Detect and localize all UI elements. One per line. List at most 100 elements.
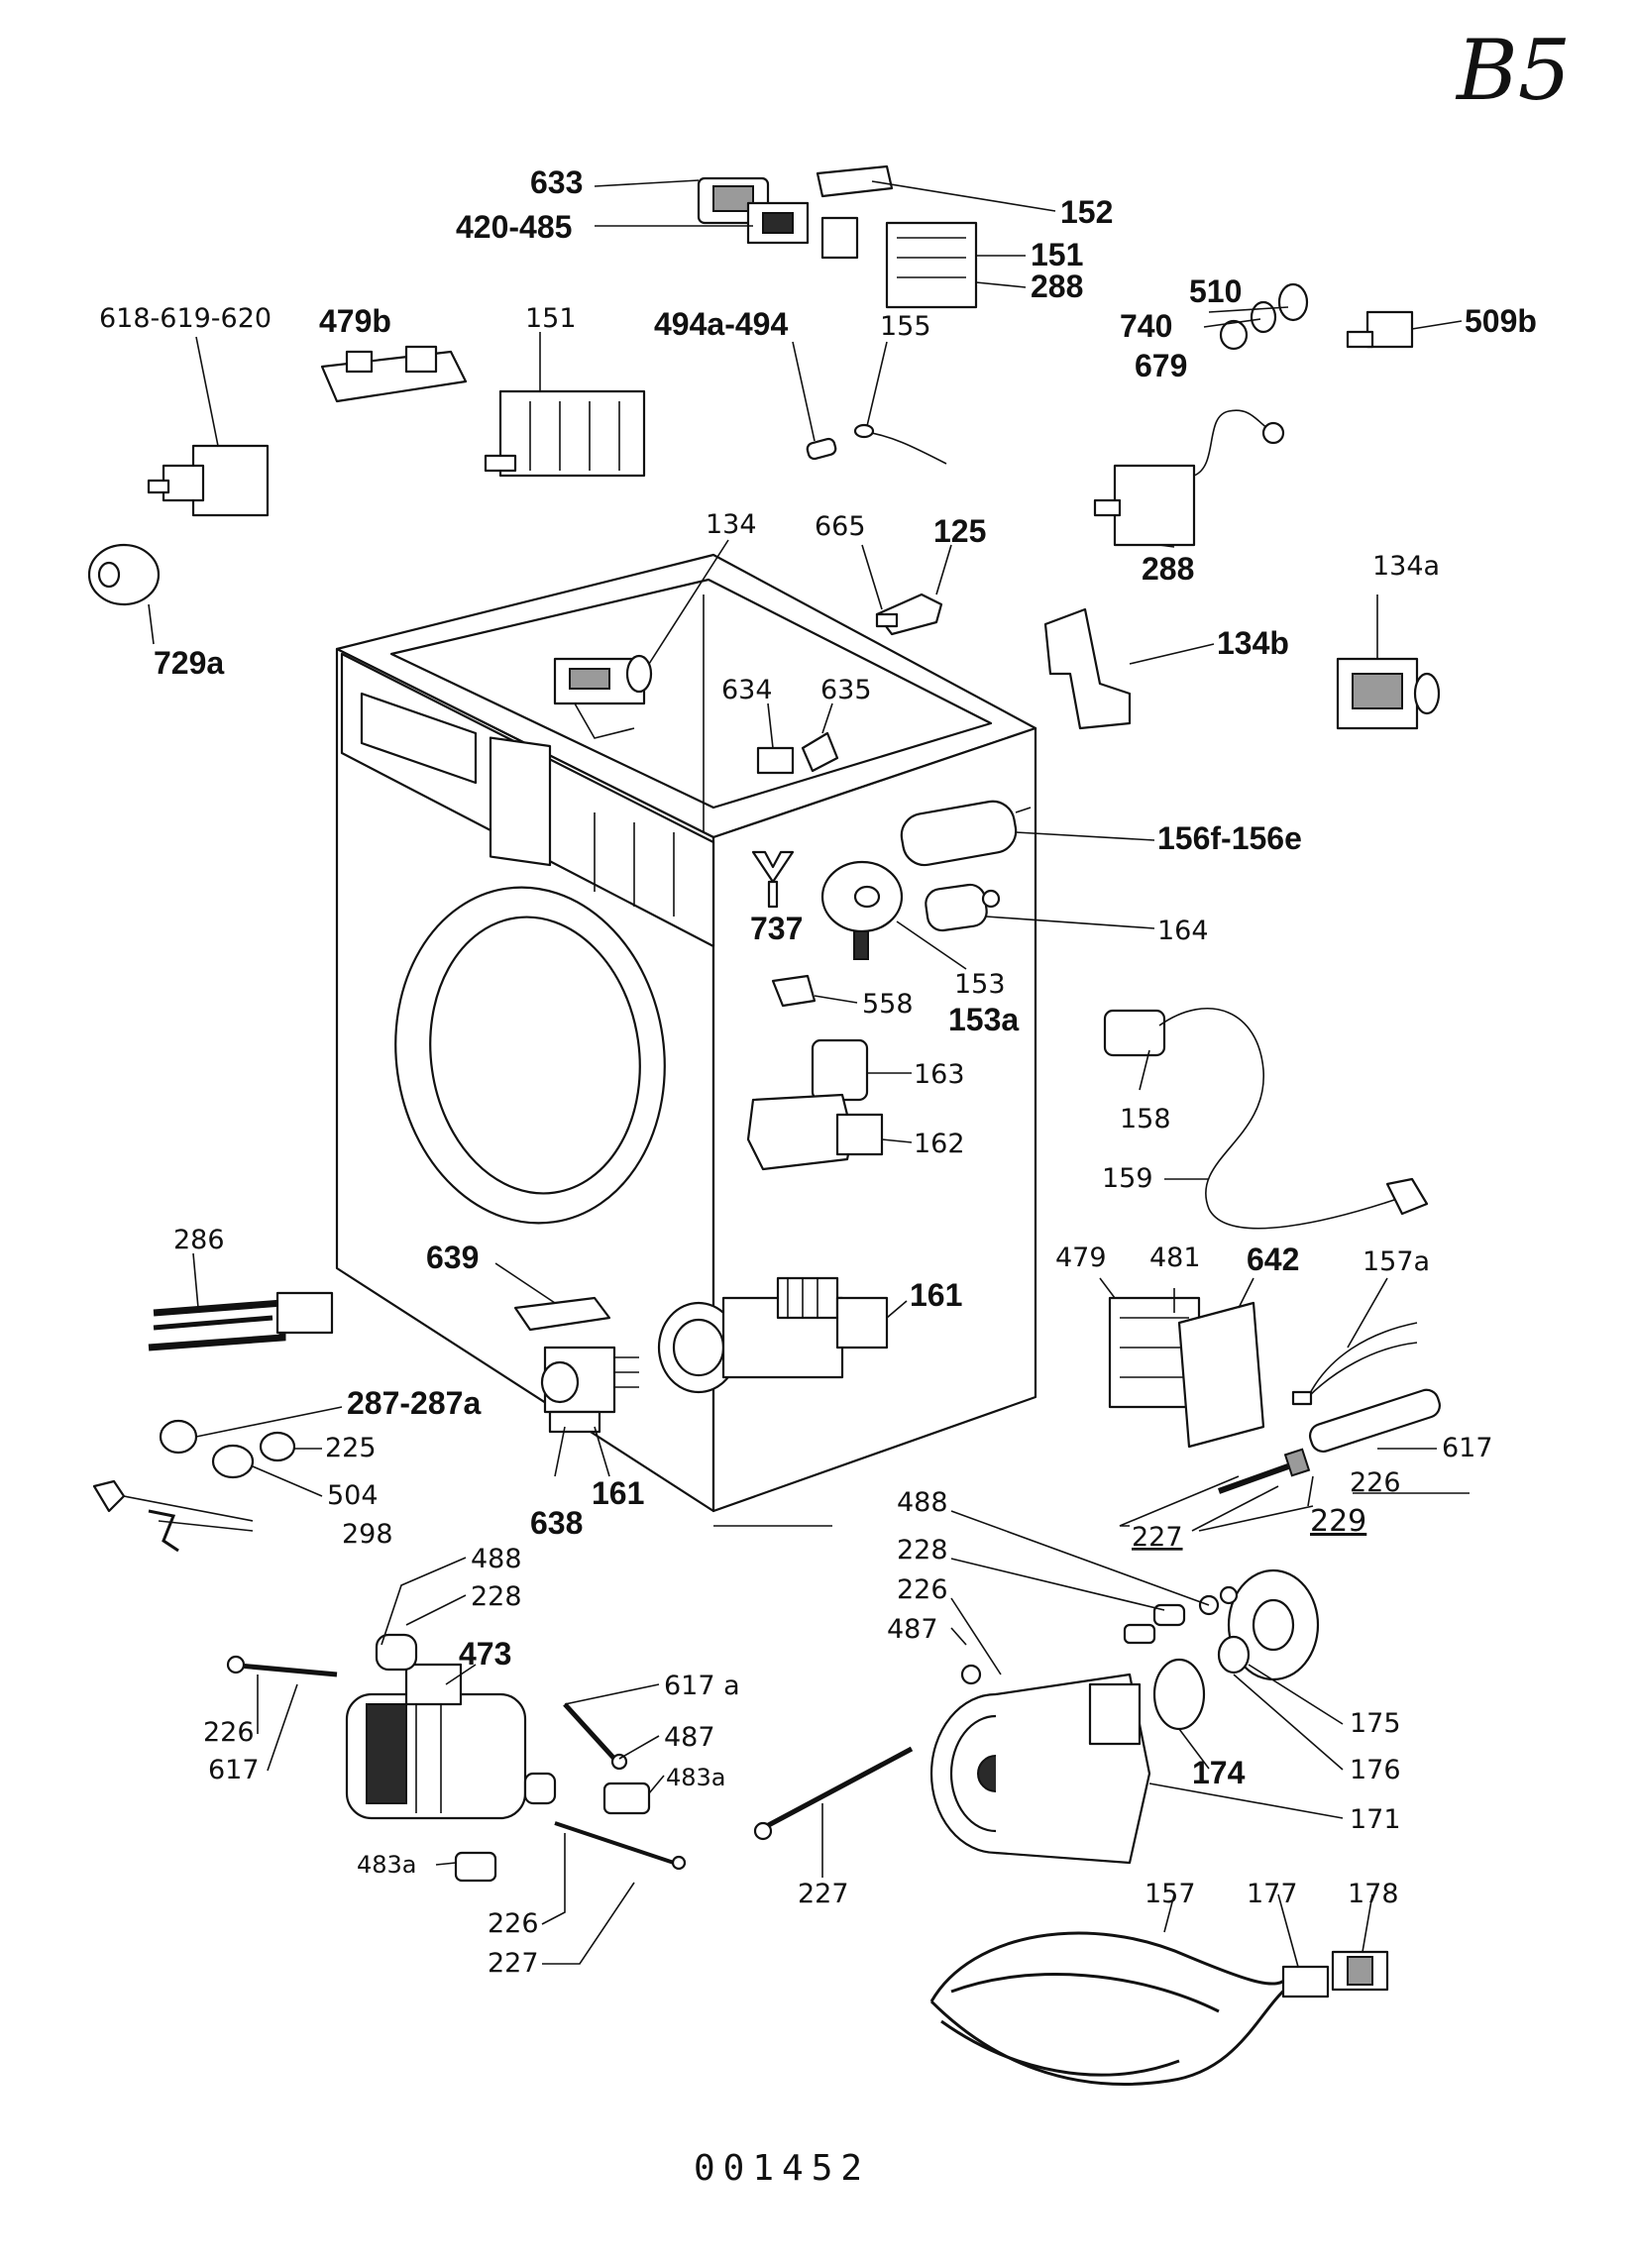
part-617-226-229-227-shaft — [1217, 1388, 1441, 1494]
part-494a-494 — [806, 437, 837, 461]
part-473-motor-universal — [226, 1633, 557, 1820]
part-156f-156e-filter — [900, 800, 1032, 867]
part-158-159-power-cord — [1103, 1008, 1429, 1230]
label-161-pump: 161 — [910, 1277, 962, 1313]
callout-labels: 633 420-485 152 151 288 618-619-620 479b… — [99, 164, 1537, 1979]
label-639: 639 — [426, 1240, 479, 1275]
label-483a-right: 483a — [666, 1764, 726, 1791]
part-157-177-178-wiring-harness — [929, 1931, 1389, 2086]
part-163-162-door-hinge — [746, 1038, 884, 1171]
label-152: 152 — [1060, 194, 1113, 230]
label-737: 737 — [750, 911, 803, 946]
label-483a-left: 483a — [357, 1851, 417, 1879]
footer-code: 001452 — [694, 2148, 870, 2189]
part-558 — [771, 974, 817, 1008]
label-633: 633 — [530, 164, 583, 200]
label-617-shaft: 617 — [1442, 1433, 1493, 1463]
label-479: 479 — [1055, 1242, 1107, 1273]
label-163: 163 — [914, 1059, 965, 1090]
label-479b: 479b — [319, 303, 391, 339]
label-125: 125 — [933, 513, 986, 549]
label-473: 473 — [459, 1636, 511, 1672]
label-740: 740 — [1120, 308, 1172, 344]
label-288-top: 288 — [1031, 269, 1083, 304]
label-226-shaft: 226 — [1350, 1467, 1401, 1498]
part-737-clip — [751, 850, 795, 909]
leader-lines — [123, 179, 1470, 1968]
label-228-left: 228 — [471, 1581, 522, 1612]
label-504: 504 — [327, 1480, 379, 1511]
part-479-481-642-board — [1108, 1296, 1265, 1449]
label-134a: 134a — [1372, 551, 1440, 582]
washing-machine-cabinet — [335, 553, 1037, 1513]
part-287-225-504 — [159, 1419, 296, 1479]
part-134b-bracket — [1043, 607, 1132, 730]
part-152 — [816, 164, 894, 198]
label-171: 171 — [1350, 1804, 1401, 1835]
part-638-161-drain-pump — [540, 1346, 639, 1434]
part-174-175-176-pulley — [1217, 1568, 1320, 1681]
label-226-lower: 226 — [488, 1908, 539, 1939]
label-151-programmer: 151 — [525, 303, 577, 334]
part-479b-circuit-board — [320, 345, 468, 403]
part-151-288-small — [820, 216, 978, 309]
label-635: 635 — [820, 675, 872, 705]
part-634-635 — [756, 731, 839, 775]
label-287-287a: 287-287a — [347, 1385, 481, 1421]
label-158: 158 — [1120, 1104, 1171, 1134]
part-298-gasket-clip — [92, 1479, 179, 1553]
label-487-right: 487 — [887, 1614, 938, 1645]
label-481: 481 — [1149, 1242, 1201, 1273]
label-487-left: 487 — [664, 1722, 715, 1753]
part-509b-thermostat — [1346, 310, 1414, 349]
label-164: 164 — [1157, 916, 1209, 946]
label-175: 175 — [1350, 1708, 1401, 1739]
label-153: 153 — [954, 969, 1006, 1000]
label-225: 225 — [325, 1433, 377, 1463]
label-157: 157 — [1144, 1879, 1196, 1909]
part-155-sensor — [853, 423, 947, 465]
label-229: 229 — [1310, 1504, 1366, 1539]
label-226-left: 226 — [203, 1717, 255, 1748]
part-171-motor-induction — [929, 1658, 1206, 1865]
part-639 — [513, 1296, 611, 1332]
label-558: 558 — [862, 989, 914, 1020]
label-729a: 729a — [154, 645, 224, 681]
label-509b: 509b — [1465, 303, 1537, 339]
label-286: 286 — [173, 1225, 225, 1255]
label-420-485: 420-485 — [456, 209, 572, 245]
label-679: 679 — [1135, 348, 1187, 383]
part-633 — [697, 176, 770, 225]
label-155: 155 — [880, 311, 931, 342]
label-157a: 157a — [1362, 1246, 1430, 1277]
part-153-pump-head — [820, 860, 904, 960]
part-420-485 — [746, 201, 810, 245]
part-288-pressure-switch — [1093, 409, 1285, 547]
sheet-code: B5 — [1455, 22, 1571, 119]
label-488-right: 488 — [897, 1487, 948, 1518]
label-174: 174 — [1192, 1755, 1246, 1790]
label-134: 134 — [706, 509, 757, 540]
label-510: 510 — [1189, 273, 1242, 309]
label-153a: 153a — [948, 1002, 1019, 1037]
part-134-door-lock — [553, 654, 653, 739]
door-porthole — [394, 886, 666, 1225]
part-618-619-620-switch — [147, 444, 270, 517]
part-161-pump-assembly — [657, 1276, 889, 1394]
label-227-shaft: 227 — [1132, 1522, 1183, 1553]
label-665: 665 — [815, 511, 866, 542]
part-729a-knob — [87, 543, 161, 606]
label-151-top: 151 — [1031, 237, 1083, 272]
label-617a: 617 a — [664, 1671, 740, 1701]
label-634: 634 — [721, 675, 773, 705]
label-134b: 134b — [1217, 625, 1289, 661]
label-288-pressure: 288 — [1142, 551, 1194, 587]
part-483a-brush-holders — [454, 1782, 651, 1883]
label-618-619-620: 618-619-620 — [99, 303, 272, 334]
part-157a-wires — [1291, 1322, 1418, 1406]
label-176: 176 — [1350, 1755, 1401, 1785]
label-488-left: 488 — [471, 1544, 522, 1574]
label-162: 162 — [914, 1129, 965, 1159]
label-227-lower: 227 — [488, 1948, 539, 1979]
